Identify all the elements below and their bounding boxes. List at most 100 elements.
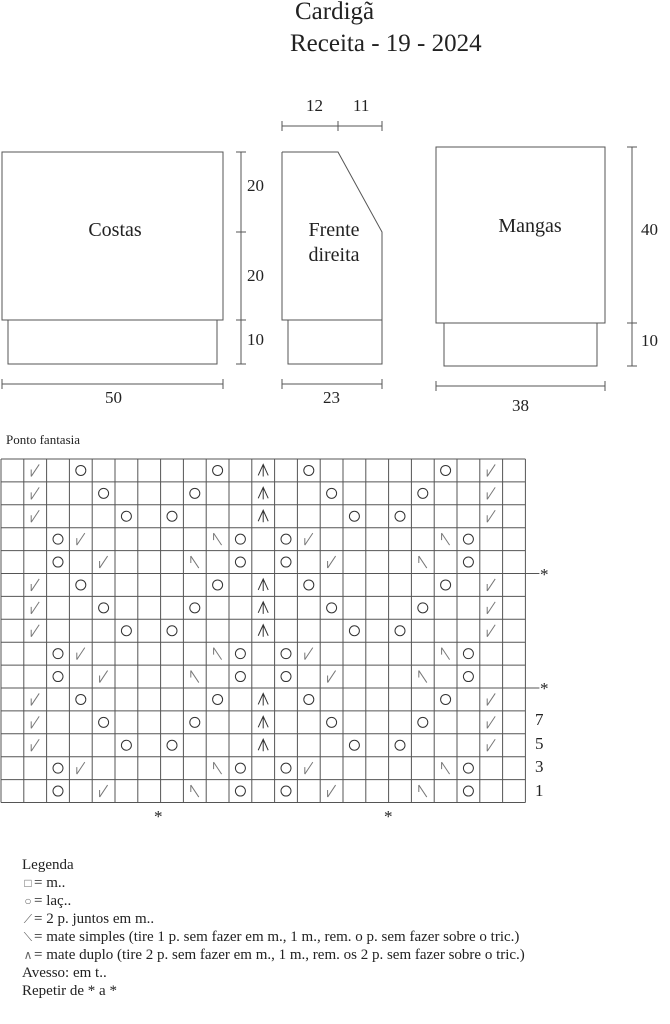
back-height-middle: 20: [247, 266, 264, 285]
double-decrease-icon: [257, 692, 269, 706]
double-decrease-icon: [257, 509, 269, 523]
ssk-icon: [418, 784, 428, 798]
k2tog-icon: [30, 738, 40, 752]
ssk-icon: [190, 555, 200, 569]
back-width: 50: [105, 388, 122, 407]
yarn-over-circle-icon: [120, 510, 132, 522]
yarn-over-circle-icon: [348, 625, 360, 637]
k2tog-icon: [30, 693, 40, 706]
legend-knit-row: □= m..: [22, 874, 525, 892]
k2tog-icon: [486, 624, 496, 638]
yarn-over-circle-icon: [234, 671, 246, 683]
front-top-width-2: 11: [353, 96, 370, 115]
front-body-outline: [281, 151, 383, 321]
k2tog-icon: [30, 509, 40, 523]
k2tog-icon: [76, 761, 86, 775]
yarn-over-circle-icon: [303, 693, 315, 705]
row-number-1: 1: [535, 781, 544, 800]
yarn-over-circle-icon: [348, 510, 360, 522]
yarn-over-circle-icon: [326, 716, 338, 728]
sleeve-height: 40: [641, 220, 658, 239]
yarn-over-circle-icon: [52, 671, 64, 683]
yarn-over-circle-icon: [234, 556, 246, 568]
yarn-over-circle-icon: [189, 487, 201, 499]
double-decrease-icon: [257, 623, 269, 637]
legend-ssk-row: ⟍= mate simples (tire 1 p. sem fazer em …: [22, 928, 525, 946]
ssk-icon: [418, 670, 428, 683]
k2tog-icon: ⟋: [23, 912, 33, 926]
legend-repeat: Repetir de * a *: [22, 983, 117, 999]
yarn-over-circle-icon: [98, 716, 110, 728]
yarn-over-circle-icon: [234, 785, 246, 797]
k2tog-icon: [486, 738, 496, 752]
ssk-icon: [190, 670, 200, 683]
front-width: 23: [323, 388, 340, 407]
yarn-over-circle-icon: [303, 579, 315, 591]
back-label: Costas: [88, 219, 142, 241]
yarn-over-circle-icon: [234, 762, 246, 774]
k2tog-icon: [327, 784, 337, 798]
yarn-over-circle-icon: [98, 602, 110, 614]
ssk-icon: [441, 532, 451, 546]
k2tog-icon: [486, 578, 496, 592]
yarn-over-circle-icon: [234, 533, 246, 545]
yarn-over-circle-icon: [212, 464, 224, 476]
front-label-line1: Frente: [308, 219, 360, 241]
k2tog-icon: [304, 761, 314, 775]
yarn-over-circle-icon: [440, 464, 452, 476]
yarn-over-circle-icon: [166, 510, 178, 522]
yarn-over-circle-icon: ○: [24, 894, 32, 908]
yarn-over-circle-icon: [75, 693, 87, 705]
pattern-title: Cardigã: [295, 0, 375, 25]
legend-dd-row: ∧= mate duplo (tire 2 p. sem fazer em m.…: [22, 946, 525, 964]
legend-knit-text: = m..: [34, 875, 66, 891]
yarn-over-circle-icon: [189, 602, 201, 614]
legend-yo-row: ○= laç..: [22, 892, 525, 910]
yarn-over-circle-icon: [52, 762, 64, 774]
repeat-marker-row-bottom: *: [540, 679, 549, 698]
front-ribbing-outline: [287, 319, 383, 365]
k2tog-icon: [30, 487, 40, 500]
ssk-icon: [418, 555, 428, 569]
front-top-width-1: 12: [306, 96, 323, 115]
yarn-over-circle-icon: [75, 464, 87, 476]
yarn-over-circle-icon: [417, 487, 429, 499]
k2tog-icon: [30, 464, 40, 477]
yarn-over-circle-icon: [394, 510, 406, 522]
yarn-over-circle-icon: [52, 533, 64, 545]
yarn-over-circle-icon: [462, 762, 474, 774]
yarn-over-circle-icon: [462, 648, 474, 660]
k2tog-icon: [486, 509, 496, 523]
yarn-over-circle-icon: [189, 716, 201, 728]
ssk-icon: [213, 532, 223, 546]
yarn-over-circle-icon: [120, 739, 132, 751]
back-height-ribbing: 10: [247, 330, 264, 349]
k2tog-icon: [30, 578, 40, 592]
k2tog-icon: [486, 716, 496, 729]
ssk-icon: [213, 647, 223, 660]
yarn-over-circle-icon: [166, 739, 178, 751]
k2tog-icon: [76, 647, 86, 660]
yarn-over-circle-icon: [440, 693, 452, 705]
k2tog-icon: [304, 532, 314, 546]
ssk-icon: [213, 761, 223, 775]
legend-k2tog-text: = 2 p. juntos em m..: [34, 911, 155, 927]
k2tog-icon: [30, 601, 40, 615]
front-label-line2: direita: [308, 244, 360, 266]
yarn-over-circle-icon: [326, 487, 338, 499]
yarn-over-circle-icon: [280, 533, 292, 545]
k2tog-icon: [486, 464, 496, 477]
k2tog-icon: [99, 555, 109, 569]
sleeve-ribbing-outline: [443, 322, 598, 367]
yarn-over-circle-icon: [280, 648, 292, 660]
k2tog-icon: [327, 670, 337, 683]
k2tog-icon: [304, 647, 314, 660]
schematic-drawing: [1, 121, 637, 391]
double-decrease-icon: [257, 600, 269, 614]
yarn-over-circle-icon: [394, 739, 406, 751]
double-decrease-icon: [257, 463, 269, 477]
legend: Legenda □= m.. ○= laç.. ⟋= 2 p. juntos e…: [22, 856, 525, 1000]
k2tog-icon: [327, 555, 337, 569]
yarn-over-circle-icon: [417, 716, 429, 728]
ssk-icon: [441, 761, 451, 775]
